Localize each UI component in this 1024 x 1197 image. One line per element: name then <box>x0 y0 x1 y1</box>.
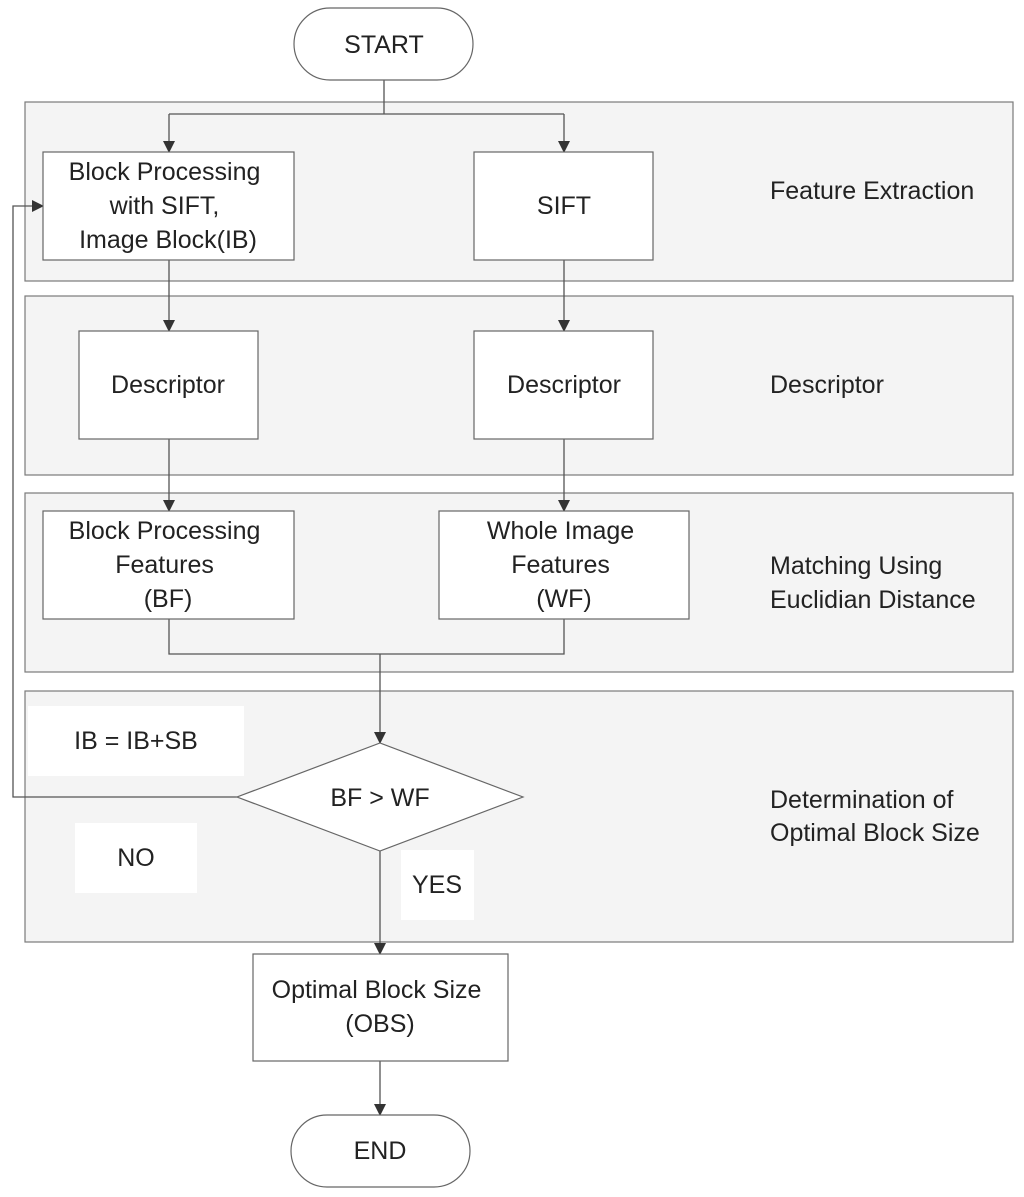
whole-features-label: Whole Image Features (WF) <box>487 517 641 613</box>
whole-features-box <box>438 510 690 620</box>
yes-label: YES <box>412 871 462 899</box>
no-label: NO <box>117 844 155 872</box>
descriptor-right-label: Descriptor <box>507 371 621 399</box>
loop-back-arrow <box>12 200 237 798</box>
optimal-block-size-box <box>252 953 509 1062</box>
yes-label-background <box>401 850 474 920</box>
sift-label: SIFT <box>537 192 591 220</box>
stage-label-feature-extraction: Feature Extraction <box>770 177 974 205</box>
stage-label-matching: Matching Using Euclidian Distance <box>770 552 976 614</box>
descriptor-left-label: Descriptor <box>111 371 225 399</box>
no-label-background <box>75 823 197 893</box>
descriptor-left-box <box>78 330 259 440</box>
decision-label: BF > WF <box>330 784 429 812</box>
block-features-box <box>42 510 295 620</box>
block-processing-box <box>42 151 295 261</box>
stage-label-determination: Determination of Optimal Block Size <box>770 786 980 847</box>
block-processing-label: Block Processing with SIFT, Image Block(… <box>69 158 268 254</box>
block-features-label: Block Processing Features (BF) <box>69 517 268 613</box>
descriptor-right-box <box>473 330 654 440</box>
end-terminal <box>290 1114 471 1188</box>
sift-box <box>473 151 654 261</box>
increment-label: IB = IB+SB <box>74 727 198 755</box>
start-label: START <box>344 31 424 59</box>
optimal-block-size-label: Optimal Block Size (OBS) <box>272 976 489 1038</box>
increment-label-background <box>28 706 244 776</box>
start-terminal <box>293 7 474 81</box>
end-label: END <box>354 1137 407 1165</box>
stage-label-descriptor: Descriptor <box>770 371 884 399</box>
decision-diamond <box>235 742 525 852</box>
connectors <box>12 80 570 1116</box>
connector-merge <box>168 619 565 655</box>
